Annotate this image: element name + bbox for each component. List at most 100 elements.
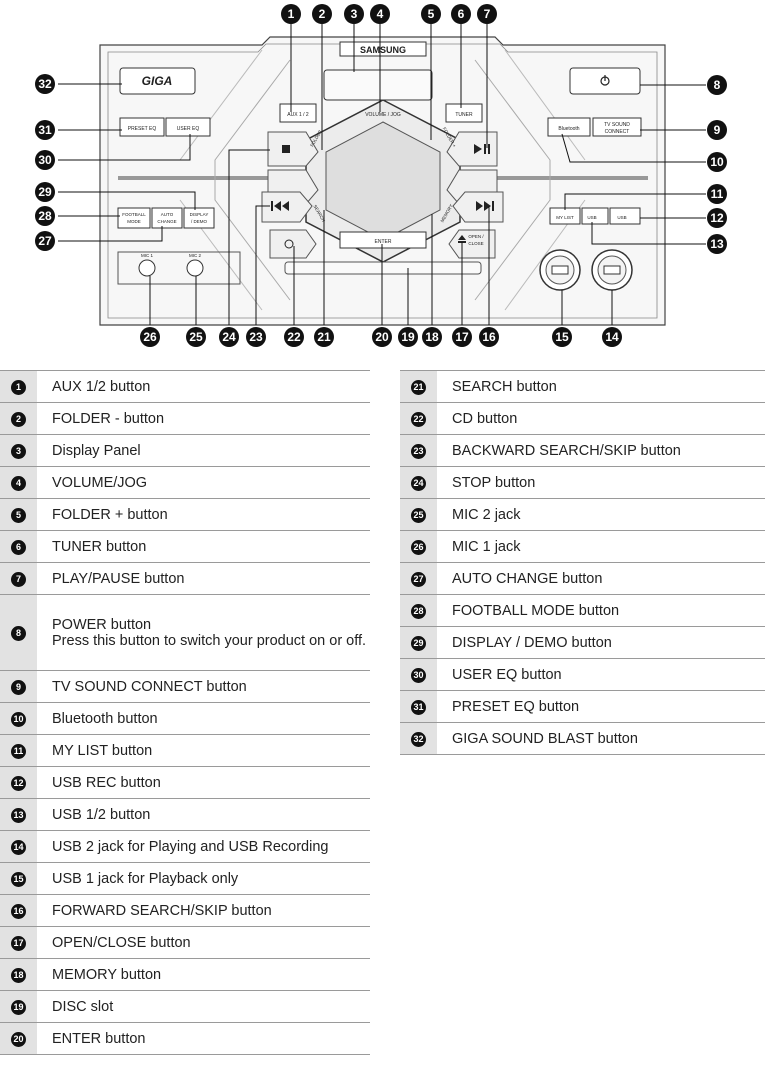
- legend-label: AUTO CHANGE button: [452, 570, 603, 587]
- callout-7: 7: [477, 4, 497, 24]
- svg-text:USER EQ: USER EQ: [177, 126, 200, 132]
- svg-text:/ DEMO: / DEMO: [191, 219, 208, 224]
- svg-text:2: 2: [319, 7, 326, 21]
- legend-label: FOLDER - button: [52, 410, 165, 427]
- legend-label: MY LIST button: [52, 742, 153, 759]
- callout-9: 9: [707, 120, 727, 140]
- legend-number-badge: 10: [11, 712, 26, 727]
- legend-label: TV SOUND CONNECT button: [52, 678, 247, 695]
- leader-lines: [58, 24, 706, 325]
- legend-number-badge: 12: [11, 776, 26, 791]
- legend-number-badge: 24: [411, 476, 426, 491]
- legend-label: MEMORY button: [52, 966, 162, 983]
- legend-number-badge: 17: [11, 936, 26, 951]
- svg-text:16: 16: [482, 330, 496, 344]
- legend-number-badge: 14: [11, 840, 26, 855]
- callout-3: 3: [344, 4, 364, 24]
- callout-left: 32 31 30 29 28 27: [35, 74, 55, 251]
- svg-text:7: 7: [484, 7, 491, 21]
- legend-number-badge: 4: [11, 476, 26, 491]
- callout-4: 4: [370, 4, 390, 24]
- legend-label: POWER button: [52, 616, 152, 633]
- svg-text:TV SOUND: TV SOUND: [604, 122, 630, 128]
- legend-label: MIC 2 jack: [452, 506, 521, 523]
- play-pause-icon: [474, 144, 490, 154]
- legend-number-badge: 30: [411, 668, 426, 683]
- legend-number-badge: 21: [411, 380, 426, 395]
- callout-29: 29: [35, 182, 55, 202]
- svg-text:32: 32: [38, 77, 52, 91]
- legend-number-badge: 27: [411, 572, 426, 587]
- callout-10: 10: [707, 152, 727, 172]
- svg-text:8: 8: [714, 78, 721, 92]
- legend-number-badge: 22: [411, 412, 426, 427]
- disc-slot: [284, 261, 482, 275]
- legend-label: AUX 1/2 button: [52, 378, 151, 395]
- svg-text:MIC 1: MIC 1: [141, 253, 153, 258]
- svg-text:MIC 2: MIC 2: [189, 253, 201, 258]
- legend-description: Press this button to switch your product…: [52, 632, 367, 649]
- callout-bottom: 26 25 24 23 22 21 20 19 18 17 16 15 14: [140, 327, 622, 347]
- legend-number-badge: 15: [11, 872, 26, 887]
- callout-22: 22: [284, 327, 304, 347]
- legend-label: TUNER button: [52, 538, 147, 555]
- legend-label: PRESET EQ button: [452, 698, 580, 715]
- legend-label: Display Panel: [52, 442, 141, 459]
- legend-row: 11 MY LIST button: [0, 734, 370, 767]
- svg-text:CHANGE: CHANGE: [157, 219, 176, 224]
- svg-text:31: 31: [38, 123, 52, 137]
- legend-number-badge: 19: [11, 1000, 26, 1015]
- legend-label: DISC slot: [52, 998, 114, 1015]
- legend-number-badge: 11: [11, 744, 26, 759]
- svg-text:9: 9: [714, 123, 721, 137]
- legend-number-badge: 26: [411, 540, 426, 555]
- svg-text:19: 19: [401, 330, 415, 344]
- legend-number-badge: 28: [411, 604, 426, 619]
- callout-25: 25: [186, 327, 206, 347]
- svg-text:USB: USB: [587, 215, 596, 220]
- svg-text:30: 30: [38, 153, 52, 167]
- svg-text:15: 15: [555, 330, 569, 344]
- svg-text:AUTO: AUTO: [161, 212, 174, 217]
- legend-number-badge: 23: [411, 444, 426, 459]
- callout-28: 28: [35, 206, 55, 226]
- svg-text:CONNECT: CONNECT: [605, 129, 630, 135]
- brand-label: SAMSUNG: [360, 45, 406, 55]
- legend-number-badge: 7: [11, 572, 26, 587]
- legend-label: STOP button: [452, 474, 536, 491]
- svg-text:1: 1: [288, 7, 295, 21]
- svg-text:DISPLAY: DISPLAY: [190, 212, 209, 217]
- svg-text:25: 25: [189, 330, 203, 344]
- legend-row: 24 STOP button: [400, 466, 765, 499]
- svg-text:6: 6: [458, 7, 465, 21]
- mic1-jack: [138, 259, 156, 277]
- callout-6: 6: [451, 4, 471, 24]
- callout-2: 2: [312, 4, 332, 24]
- legend-number-badge: 25: [411, 508, 426, 523]
- legend-label: DISPLAY / DEMO button: [452, 634, 612, 651]
- callout-27: 27: [35, 231, 55, 251]
- legend-row: 7 PLAY/PAUSE button: [0, 562, 370, 595]
- callout-15: 15: [552, 327, 572, 347]
- legend-label: FOLDER + button: [52, 506, 168, 523]
- callout-21: 21: [314, 327, 334, 347]
- legend-label: PLAY/PAUSE button: [52, 570, 185, 587]
- callout-20: 20: [372, 327, 392, 347]
- svg-text:20: 20: [375, 330, 389, 344]
- svg-text:MY LIST: MY LIST: [556, 215, 574, 220]
- legend-row: 19 DISC slot: [0, 990, 370, 1023]
- svg-text:ENTER: ENTER: [375, 239, 392, 245]
- skip-forward-icon: [476, 201, 494, 211]
